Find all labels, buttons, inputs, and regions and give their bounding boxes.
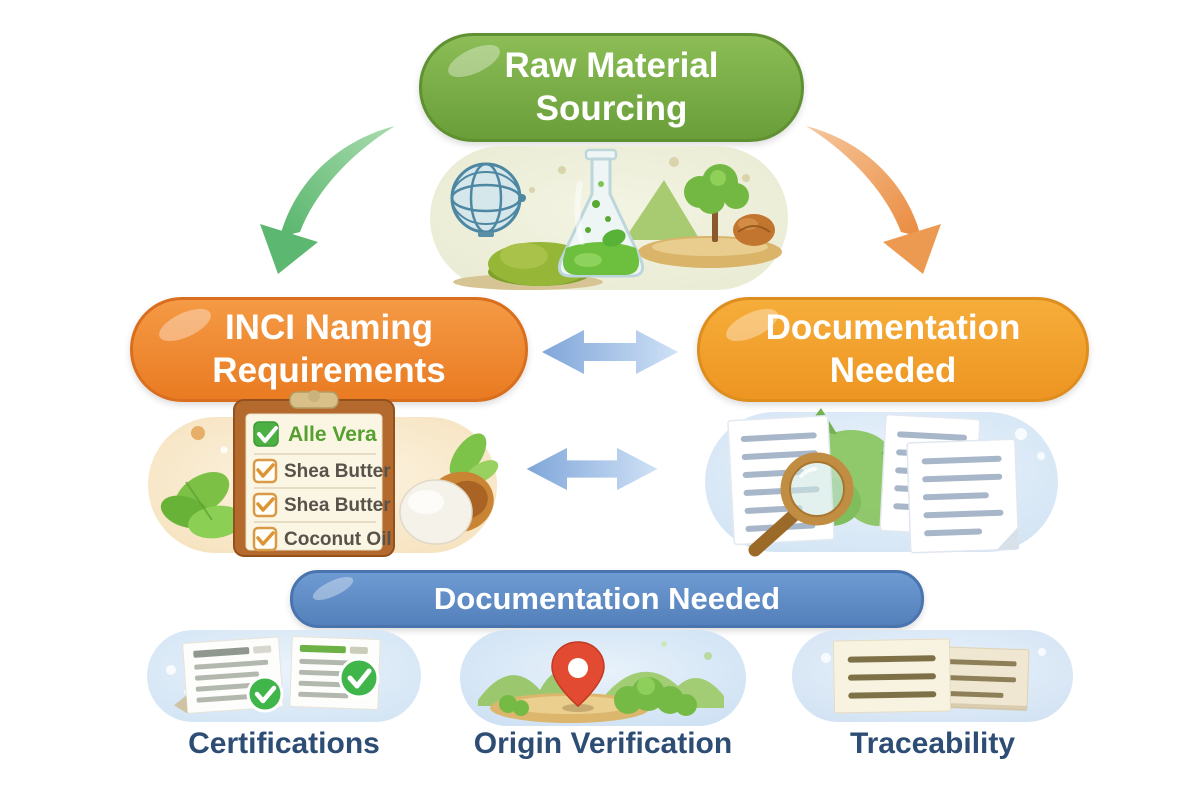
checklist-item-text: Alle Vera <box>288 423 377 446</box>
decor-dot <box>1038 648 1046 656</box>
checklist-item-text: Shea Butter <box>284 461 391 482</box>
node-label-line: Documentation <box>765 307 1021 347</box>
origin-verification-illustration <box>460 630 746 726</box>
node-label-line: Requirements <box>212 350 446 390</box>
bush-icon <box>499 677 697 716</box>
node-label-line: Raw Material <box>504 45 719 85</box>
flask-icon <box>557 148 645 278</box>
leaf-icon <box>160 471 244 539</box>
mountain-icon <box>624 180 700 240</box>
node-documentation-needed-bottom: Documentation Needed <box>290 570 924 628</box>
traceability-illustration <box>792 630 1073 722</box>
ground-path-icon <box>490 693 650 723</box>
sourcing-illustration <box>430 146 788 290</box>
clipboard-icon: Alle Vera Shea Butter Shea Butter Coconu… <box>233 390 395 557</box>
node-label-line: Sourcing <box>535 88 688 128</box>
double-arrow-icon <box>542 330 678 374</box>
node-raw-material-sourcing: Raw Material Sourcing <box>419 33 804 142</box>
location-pin-icon <box>551 641 605 712</box>
node-label-line: Needed <box>829 350 957 390</box>
tree-icon <box>684 164 749 242</box>
checklist-item-text: Shea Butter <box>284 495 391 516</box>
label-traceability: Traceability <box>849 727 1016 760</box>
documentation-illustration <box>705 408 1058 557</box>
node-label-line: INCI Naming <box>224 307 434 347</box>
double-arrow-icon <box>526 447 658 491</box>
decor-dot <box>191 426 205 440</box>
decor-dot <box>220 446 228 454</box>
magnifier-icon <box>748 452 854 557</box>
decor-dot <box>661 641 667 647</box>
node-inci-naming-requirements: INCI Naming Requirements <box>130 297 528 402</box>
document-icon <box>906 438 1020 554</box>
decor-dot <box>1037 452 1045 460</box>
decor-dot <box>821 653 831 663</box>
decor-dot <box>1015 428 1027 440</box>
green-checkmark-icon <box>246 675 284 713</box>
node-documentation-needed: Documentation Needed <box>697 297 1089 402</box>
decor-dot <box>704 652 712 660</box>
certifications-illustration <box>147 630 421 722</box>
inci-checklist-illustration: Alle Vera Shea Butter Shea Butter Coconu… <box>148 390 499 557</box>
checkbox-checked-orange-icon <box>252 458 278 484</box>
record-card-icon <box>832 638 952 714</box>
decor-dot <box>166 665 176 675</box>
checkbox-checked-orange-icon <box>252 492 278 518</box>
nut-icon <box>733 214 775 246</box>
checkbox-checked-green-icon <box>253 421 279 447</box>
label-certifications: Certifications <box>188 727 380 760</box>
checklist-item-text: Coconut Oil <box>284 529 392 550</box>
globe-icon <box>450 162 526 237</box>
green-checkmark-icon <box>338 657 380 699</box>
node-label: Documentation Needed <box>433 581 781 617</box>
checkbox-checked-orange-icon <box>252 526 278 552</box>
label-origin-verification: Origin Verification <box>473 727 733 760</box>
floating-dots <box>529 157 750 193</box>
coconut-icon <box>399 433 499 545</box>
curved-arrow-green-icon <box>260 126 395 274</box>
curved-arrow-orange-icon <box>806 126 941 274</box>
